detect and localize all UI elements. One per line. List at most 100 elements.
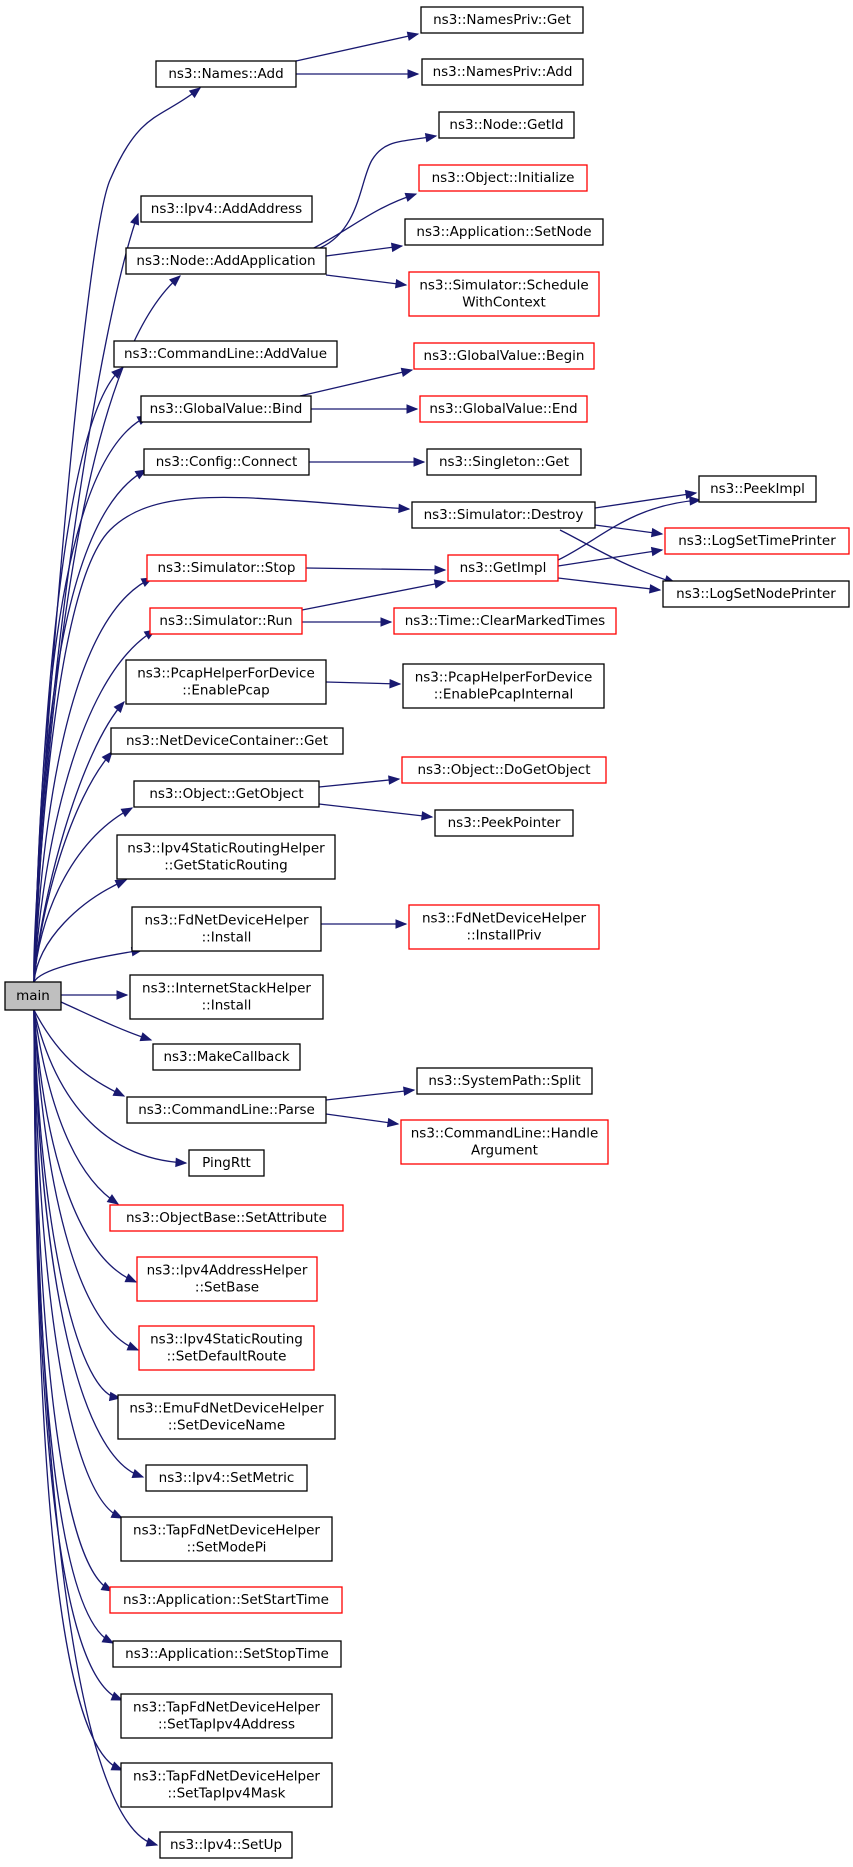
node-simulator-run[interactable]: ns3::Simulator::Run (149, 607, 303, 635)
arrowhead-icon (388, 775, 401, 785)
node-commandline-addvalue[interactable]: ns3::CommandLine::AddValue (113, 340, 338, 368)
node-box (426, 448, 582, 476)
edge-to-config-connect (33, 469, 147, 983)
node-application-setstoptime[interactable]: ns3::Application::SetStopTime (112, 1640, 342, 1668)
arrowhead-icon (424, 132, 438, 143)
arrowhead-icon (169, 275, 182, 287)
edge-to-application-setstarttime (33, 1009, 113, 1592)
node-globalvalue-begin[interactable]: ns3::GlobalValue::Begin (413, 342, 595, 370)
node-tapfdnetdevicehelper-settapipv4address[interactable]: ns3::TapFdNetDeviceHelper::SetTapIpv4Add… (120, 1693, 333, 1739)
node-application-setstarttime[interactable]: ns3::Application::SetStartTime (109, 1586, 343, 1614)
node-peekimpl[interactable]: ns3::PeekImpl (698, 475, 817, 503)
node-tapfdnetdevicehelper-settapipv4mask[interactable]: ns3::TapFdNetDeviceHelper::SetTapIpv4Mas… (120, 1762, 333, 1808)
node-ipv4-setmetric[interactable]: ns3::Ipv4::SetMetric (145, 1464, 308, 1492)
node-box (434, 809, 574, 837)
node-namespriv-add[interactable]: ns3::NamesPriv::Add (421, 58, 584, 86)
node-emufdnetdevicehelper-setdevicename[interactable]: ns3::EmuFdNetDeviceHelper::SetDeviceName (117, 1394, 336, 1440)
node-time-clearmarkedtimes[interactable]: ns3::Time::ClearMarkedTimes (393, 607, 617, 635)
node-commandline-parse[interactable]: ns3::CommandLine::Parse (126, 1096, 327, 1124)
node-singleton-get[interactable]: ns3::Singleton::Get (426, 448, 582, 476)
node-fdnetdevicehelper-installpriv[interactable]: ns3::FdNetDeviceHelper::InstallPriv (408, 904, 600, 950)
node-box (401, 756, 607, 784)
arrowhead-icon (101, 1633, 115, 1644)
node-label: ns3::Ipv4::AddAddress (151, 201, 302, 217)
node-internetstackhelper-install[interactable]: ns3::InternetStackHelper::Install (129, 974, 324, 1020)
node-node-getid[interactable]: ns3::Node::GetId (438, 111, 575, 139)
node-label: ns3::NamesPriv::Get (433, 12, 571, 28)
node-makecallback[interactable]: ns3::MakeCallback (152, 1043, 301, 1071)
node-object-dogetobject[interactable]: ns3::Object::DoGetObject (401, 756, 607, 784)
node-logsetnodeprinter[interactable]: ns3::LogSetNodePrinter (662, 580, 850, 608)
node-label: ns3::GetImpl (460, 560, 547, 576)
node-box (112, 1640, 342, 1668)
node-label: ns3::Singleton::Get (439, 454, 569, 470)
node-ipv4-setup[interactable]: ns3::Ipv4::SetUp (159, 1831, 293, 1859)
node-label: ::Install (202, 998, 252, 1014)
node-fdnetdevicehelper-install[interactable]: ns3::FdNetDeviceHelper::Install (131, 906, 322, 952)
node-box (140, 195, 313, 223)
node-simulator-destroy[interactable]: ns3::Simulator::Destroy (411, 501, 596, 529)
node-globalvalue-end[interactable]: ns3::GlobalValue::End (419, 395, 588, 423)
node-systempath-split[interactable]: ns3::SystemPath::Split (416, 1067, 593, 1095)
node-label: ns3::Config::Connect (156, 454, 298, 470)
node-namespriv-get[interactable]: ns3::NamesPriv::Get (420, 6, 584, 34)
node-object-initialize[interactable]: ns3::Object::Initialize (418, 164, 588, 192)
node-ipv4-addaddress[interactable]: ns3::Ipv4::AddAddress (140, 195, 313, 223)
node-pcaphelper-enablepcap[interactable]: ns3::PcapHelperForDevice::EnablePcap (125, 659, 327, 705)
arrowhead-icon (413, 457, 426, 467)
edge-to-fdnetdevicehelper-install (33, 949, 143, 983)
node-ipv4staticrouting-setdefaultroute[interactable]: ns3::Ipv4StaticRouting::SetDefaultRoute (138, 1325, 315, 1371)
node-box (117, 1394, 336, 1440)
node-box (136, 1256, 318, 1302)
node-box (400, 1119, 609, 1165)
arrowhead-icon (400, 367, 414, 377)
edge-to-simulator-schedulewithcontext (325, 274, 407, 286)
edge-to-pingrtt (33, 1009, 187, 1164)
node-tapfdnetdevicehelper-setmodepi[interactable]: ns3::TapFdNetDeviceHelper::SetModePi (120, 1516, 333, 1562)
arrowhead-icon (145, 1837, 159, 1847)
node-objectbase-setattribute[interactable]: ns3::ObjectBase::SetAttribute (109, 1204, 344, 1232)
node-label: ::SetModePi (187, 1540, 267, 1556)
node-main[interactable]: main (4, 981, 62, 1011)
node-config-connect[interactable]: ns3::Config::Connect (143, 448, 310, 476)
edge-to-logsetnodeprinter (557, 577, 661, 591)
arrowhead-icon (404, 192, 418, 202)
edge-to-getimpl (301, 581, 446, 611)
node-pcaphelper-enablepcapinternal[interactable]: ns3::PcapHelperForDevice::EnablePcapInte… (402, 663, 605, 709)
arrowhead-icon (403, 1086, 416, 1096)
arrowhead-icon (684, 489, 698, 500)
arrowhead-icon (395, 919, 408, 929)
edge-to-tapfdnetdevicehelper-settapipv4mask (33, 1009, 123, 1771)
node-application-setnode[interactable]: ns3::Application::SetNode (404, 218, 604, 246)
edge-to-simulator-destroy (33, 496, 410, 983)
node-logsettimeprinter[interactable]: ns3::LogSetTimePrinter (664, 527, 850, 555)
node-box (408, 904, 600, 950)
arrowhead-icon (139, 1032, 153, 1042)
node-pingrtt[interactable]: PingRtt (188, 1149, 265, 1177)
node-getimpl[interactable]: ns3::GetImpl (447, 554, 559, 582)
edge-to-logsettimeprinter (594, 524, 663, 535)
node-simulator-stop[interactable]: ns3::Simulator::Stop (146, 554, 307, 582)
edge-to-peekimpl (594, 492, 697, 509)
node-node-addapplication[interactable]: ns3::Node::AddApplication (125, 247, 327, 275)
node-names-add[interactable]: ns3::Names::Add (155, 60, 297, 88)
node-label: ns3::Simulator::Stop (158, 560, 296, 576)
node-label: Argument (471, 1143, 538, 1159)
node-peekpointer[interactable]: ns3::PeekPointer (434, 809, 574, 837)
node-object-getobject[interactable]: ns3::Object::GetObject (133, 780, 320, 808)
node-box (125, 247, 327, 275)
node-label: ns3::MakeCallback (163, 1049, 289, 1065)
node-ipv4addresshelper-setbase[interactable]: ns3::Ipv4AddressHelper::SetBase (136, 1256, 318, 1302)
node-label: ns3::PeekImpl (710, 481, 805, 497)
arrowhead-icon (389, 678, 402, 689)
node-label: ns3::PcapHelperForDevice (137, 666, 315, 682)
node-box (159, 1831, 293, 1859)
node-netdevicecontainer-get[interactable]: ns3::NetDeviceContainer::Get (110, 727, 344, 755)
node-globalvalue-bind[interactable]: ns3::GlobalValue::Bind (140, 395, 312, 423)
node-label: ns3::TapFdNetDeviceHelper (133, 1523, 320, 1539)
node-label: ::Install (202, 930, 252, 946)
node-ipv4staticroutinghelper-getstaticrouting[interactable]: ns3::Ipv4StaticRoutingHelper::GetStaticR… (116, 834, 336, 880)
node-box (155, 60, 297, 88)
